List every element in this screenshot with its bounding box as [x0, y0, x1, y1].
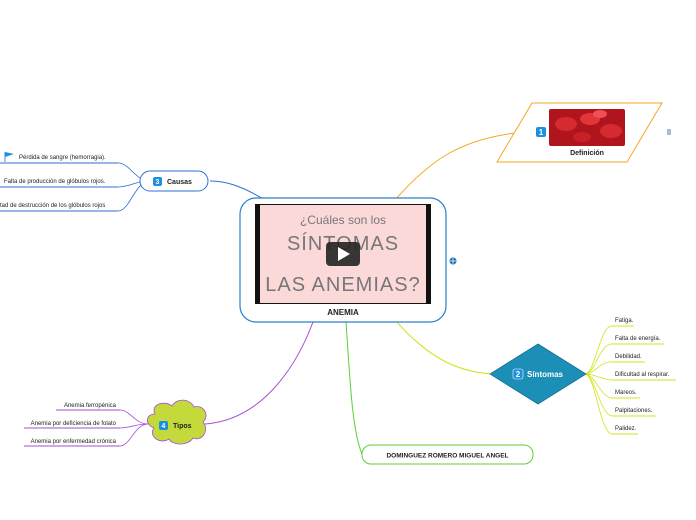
sintomas-item[interactable]: Fatiga. — [612, 318, 634, 327]
sintomas-item-label: Palidez. — [615, 426, 637, 432]
connector-sintomas-leaf — [584, 373, 613, 417]
causas-item-label: tad de destrucción de los glóbulos rojos — [0, 203, 105, 209]
sintomas-item-label: Mareos. — [615, 390, 637, 396]
definicion-number-badge — [536, 127, 546, 137]
blood-cells-image — [549, 109, 625, 146]
sintomas-diamond — [489, 343, 587, 405]
causas-item[interactable]: tad de destrucción de los glóbulos rojos — [0, 203, 118, 212]
tipos-item[interactable]: Anemia por deficiencia de folato — [24, 421, 120, 429]
sintomas-item[interactable]: Falta de energía. — [612, 336, 664, 345]
tipos-item-label: Anemia por deficiencia de folato — [31, 421, 117, 427]
sintomas-item[interactable]: Palpitaciones. — [612, 408, 656, 417]
sintomas-number-badge — [512, 368, 524, 380]
causas-item-label: Pérdida de sangre (hemorragia). — [19, 155, 106, 161]
connector-sintomas-leaf — [584, 373, 613, 435]
causas-number-badge — [153, 177, 162, 186]
author-node[interactable]: DOMINGUEZ ROMERO MIGUEL ANGEL — [361, 444, 534, 465]
author-label: DOMINGUEZ ROMERO MIGUEL ANGEL — [386, 453, 508, 460]
play-icon[interactable] — [326, 242, 360, 266]
connector-sintomas-leaf — [584, 361, 613, 375]
connector-tipos-leaf — [119, 423, 149, 447]
causas-label: Causas — [167, 179, 192, 186]
sintomas-item-label: Palpitaciones. — [615, 408, 653, 414]
sintomas-label: Síntomas — [527, 370, 564, 379]
globe-icon[interactable] — [449, 257, 457, 265]
tipos-item-label: Anemia ferropénica — [64, 403, 117, 409]
thumbnail-line-1: ¿Cuáles son los — [300, 213, 386, 227]
connector-tipos-leaf — [119, 409, 149, 425]
author-border — [361, 444, 534, 465]
sintomas-item-label: Debilidad. — [615, 354, 642, 360]
tipos-item[interactable]: Anemia ferropénica — [56, 403, 120, 411]
central-label: ANEMIA — [327, 308, 359, 317]
connector-causas — [209, 180, 266, 201]
tipos-cloud — [146, 399, 207, 445]
causas-item[interactable]: Pérdida de sangre (hemorragia). — [0, 152, 118, 164]
tipos-number: 4 — [162, 423, 166, 430]
sintomas-item[interactable]: Mareos. — [612, 390, 640, 399]
connector-author — [345, 321, 363, 455]
tipos-items: Anemia ferropénica Anemia por deficienci… — [24, 403, 120, 447]
definicion-label: Definición — [570, 150, 604, 157]
flag-icon — [4, 152, 14, 162]
sintomas-items: Fatiga. Falta de energía. Debilidad. Dif… — [612, 318, 676, 435]
sintomas-item-label: Fatiga. — [615, 318, 634, 324]
connector-tipos — [204, 321, 314, 425]
connector-sintomas-leaf — [584, 325, 613, 375]
tipos-item-label: Anemia por enfermedad crónica — [31, 439, 117, 445]
definicion-number: 1 — [539, 128, 544, 137]
tipos-node[interactable]: 4 Tipos — [146, 399, 207, 445]
connector-sintomas-leaf — [584, 343, 613, 375]
sintomas-node[interactable]: 2 Síntomas — [489, 343, 587, 405]
connectors — [117, 132, 613, 455]
connector-sintomas — [394, 319, 493, 375]
sintomas-item[interactable]: Debilidad. — [612, 354, 645, 363]
causas-items: Pérdida de sangre (hemorragia). Falta de… — [0, 152, 118, 212]
tipos-item[interactable]: Anemia por enfermedad crónica — [24, 439, 120, 447]
sintomas-item[interactable]: Dificultad al respirar. — [612, 372, 676, 381]
causas-item[interactable]: Falta de producción de glóbulos rojos. — [0, 179, 118, 188]
sintomas-number: 2 — [516, 370, 521, 379]
video-thumbnail[interactable]: ¿Cuáles son los SÍNTOMAS LAS ANEMIAS? — [255, 204, 431, 304]
notes-icon[interactable] — [667, 129, 671, 135]
sintomas-item-label: Falta de energía. — [615, 336, 661, 342]
sintomas-item-label: Dificultad al respirar. — [615, 372, 670, 378]
causas-item-label: Falta de producción de glóbulos rojos. — [4, 179, 106, 185]
central-node[interactable]: ¿Cuáles son los SÍNTOMAS LAS ANEMIAS? AN… — [239, 197, 447, 323]
causas-number: 3 — [156, 179, 160, 186]
tipos-number-badge — [159, 421, 168, 430]
sintomas-item[interactable]: Palidez. — [612, 426, 638, 435]
definicion-node[interactable]: 1 Definición — [496, 102, 663, 163]
tipos-label: Tipos — [173, 423, 192, 430]
connector-definicion — [394, 132, 516, 201]
causas-node[interactable]: 3 Causas — [139, 170, 209, 192]
thumbnail-line-3: LAS ANEMIAS? — [265, 274, 420, 296]
